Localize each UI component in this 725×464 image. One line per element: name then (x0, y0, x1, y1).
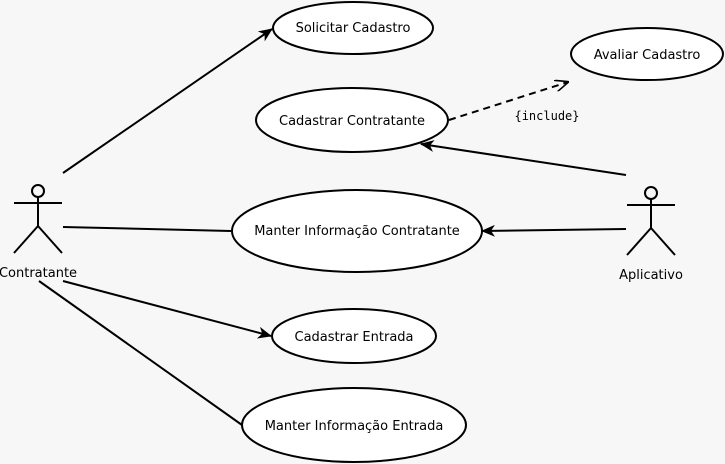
assoc-contratante-manter-info-contratante (62, 226, 232, 232)
assoc-aplicativo-manter-info-contratante (481, 224, 627, 237)
assoc-aplicativo-cadastrar-contratante (420, 140, 627, 176)
assoc-contratante-solicitar-cadastro (62, 28, 273, 174)
use-case-manter-info-contratante[interactable]: Manter Informação Contratante (231, 189, 483, 273)
include-dependency (448, 82, 568, 121)
stick-figure-icon (13, 184, 63, 254)
assoc-contratante-manter-info-entrada (38, 280, 243, 426)
use-case-label: Manter Informação Entrada (265, 419, 444, 434)
assoc-contratante-cadastrar-entrada (62, 280, 272, 339)
use-case-cadastrar-entrada[interactable]: Cadastrar Entrada (271, 308, 437, 364)
actor-contratante[interactable]: Contratante (0, 184, 77, 281)
use-case-cadastrar-contratante[interactable]: Cadastrar Contratante (255, 87, 449, 153)
stick-figure-icon (626, 186, 676, 256)
actor-aplicativo[interactable]: Aplicativo (619, 186, 683, 283)
use-case-label: Solicitar Cadastro (296, 21, 411, 36)
use-case-label: Manter Informação Contratante (254, 224, 460, 239)
use-case-manter-info-entrada[interactable]: Manter Informação Entrada (241, 387, 467, 463)
use-case-label: Cadastrar Entrada (295, 330, 414, 345)
actor-label: Contratante (0, 266, 77, 281)
include-label: {include} (514, 109, 579, 123)
use-case-avaliar-cadastro[interactable]: Avaliar Cadastro (570, 27, 724, 81)
use-case-label: Avaliar Cadastro (594, 48, 701, 63)
use-case-label: Cadastrar Contratante (279, 114, 425, 129)
use-case-solicitar-cadastro[interactable]: Solicitar Cadastro (272, 1, 434, 55)
actor-label: Aplicativo (619, 268, 683, 283)
